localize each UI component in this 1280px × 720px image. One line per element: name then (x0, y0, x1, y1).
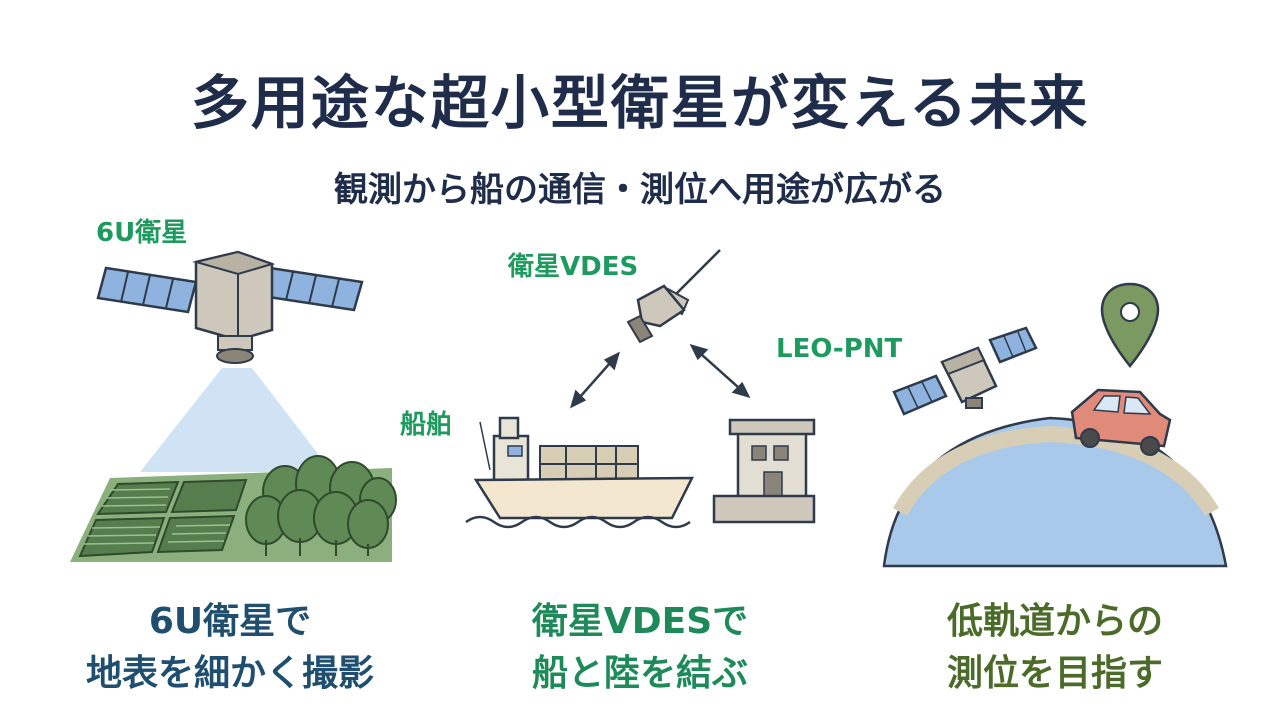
link-arrows (570, 344, 751, 409)
leo-pnt-scene (882, 282, 1228, 568)
forest (245, 455, 397, 549)
location-pin-icon (1100, 282, 1160, 369)
caption-3-line-1: 低軌道からの (946, 601, 1163, 642)
earth-observation-scene (70, 250, 397, 562)
caption-2-line-2: 船と陸を結ぶ (531, 653, 748, 694)
caption-2-line-1: 衛星VDESで (531, 601, 749, 642)
caption-earth-observation: 6U衛星で 地表を細かく撮影 (30, 596, 430, 700)
car-icon (1070, 388, 1172, 456)
caption-positioning: 低軌道からの 測位を目指す (855, 596, 1255, 700)
page-subtitle: 観測から船の通信・測位へ用途が広がる (334, 170, 946, 210)
camera-beam (140, 368, 332, 472)
cargo-ship-icon (465, 416, 695, 529)
label-vdes: 衛星VDES (508, 252, 639, 282)
leo-satellite-icon (892, 326, 1038, 416)
tree-trunks (265, 538, 369, 556)
ground-band (893, 425, 1219, 517)
vdes-scene (465, 249, 816, 529)
label-leo-pnt: LEO-PNT (776, 334, 903, 364)
field-stripes (83, 488, 231, 545)
shore-station-icon (712, 418, 816, 524)
page-title: 多用途な超小型衛星が変える未来 (190, 69, 1090, 137)
caption-3-line-2: 測位を目指す (946, 653, 1163, 694)
caption-1-line-1: 6U衛星で (148, 601, 312, 642)
vdes-satellite-icon (626, 249, 721, 344)
6u-satellite-icon (96, 250, 364, 364)
caption-1-line-2: 地表を細かく撮影 (85, 653, 374, 694)
caption-vdes: 衛星VDESで 船と陸を結ぶ (440, 596, 840, 700)
label-ship: 船舶 (400, 410, 453, 440)
label-6u-satellite: 6U衛星 (96, 218, 188, 248)
